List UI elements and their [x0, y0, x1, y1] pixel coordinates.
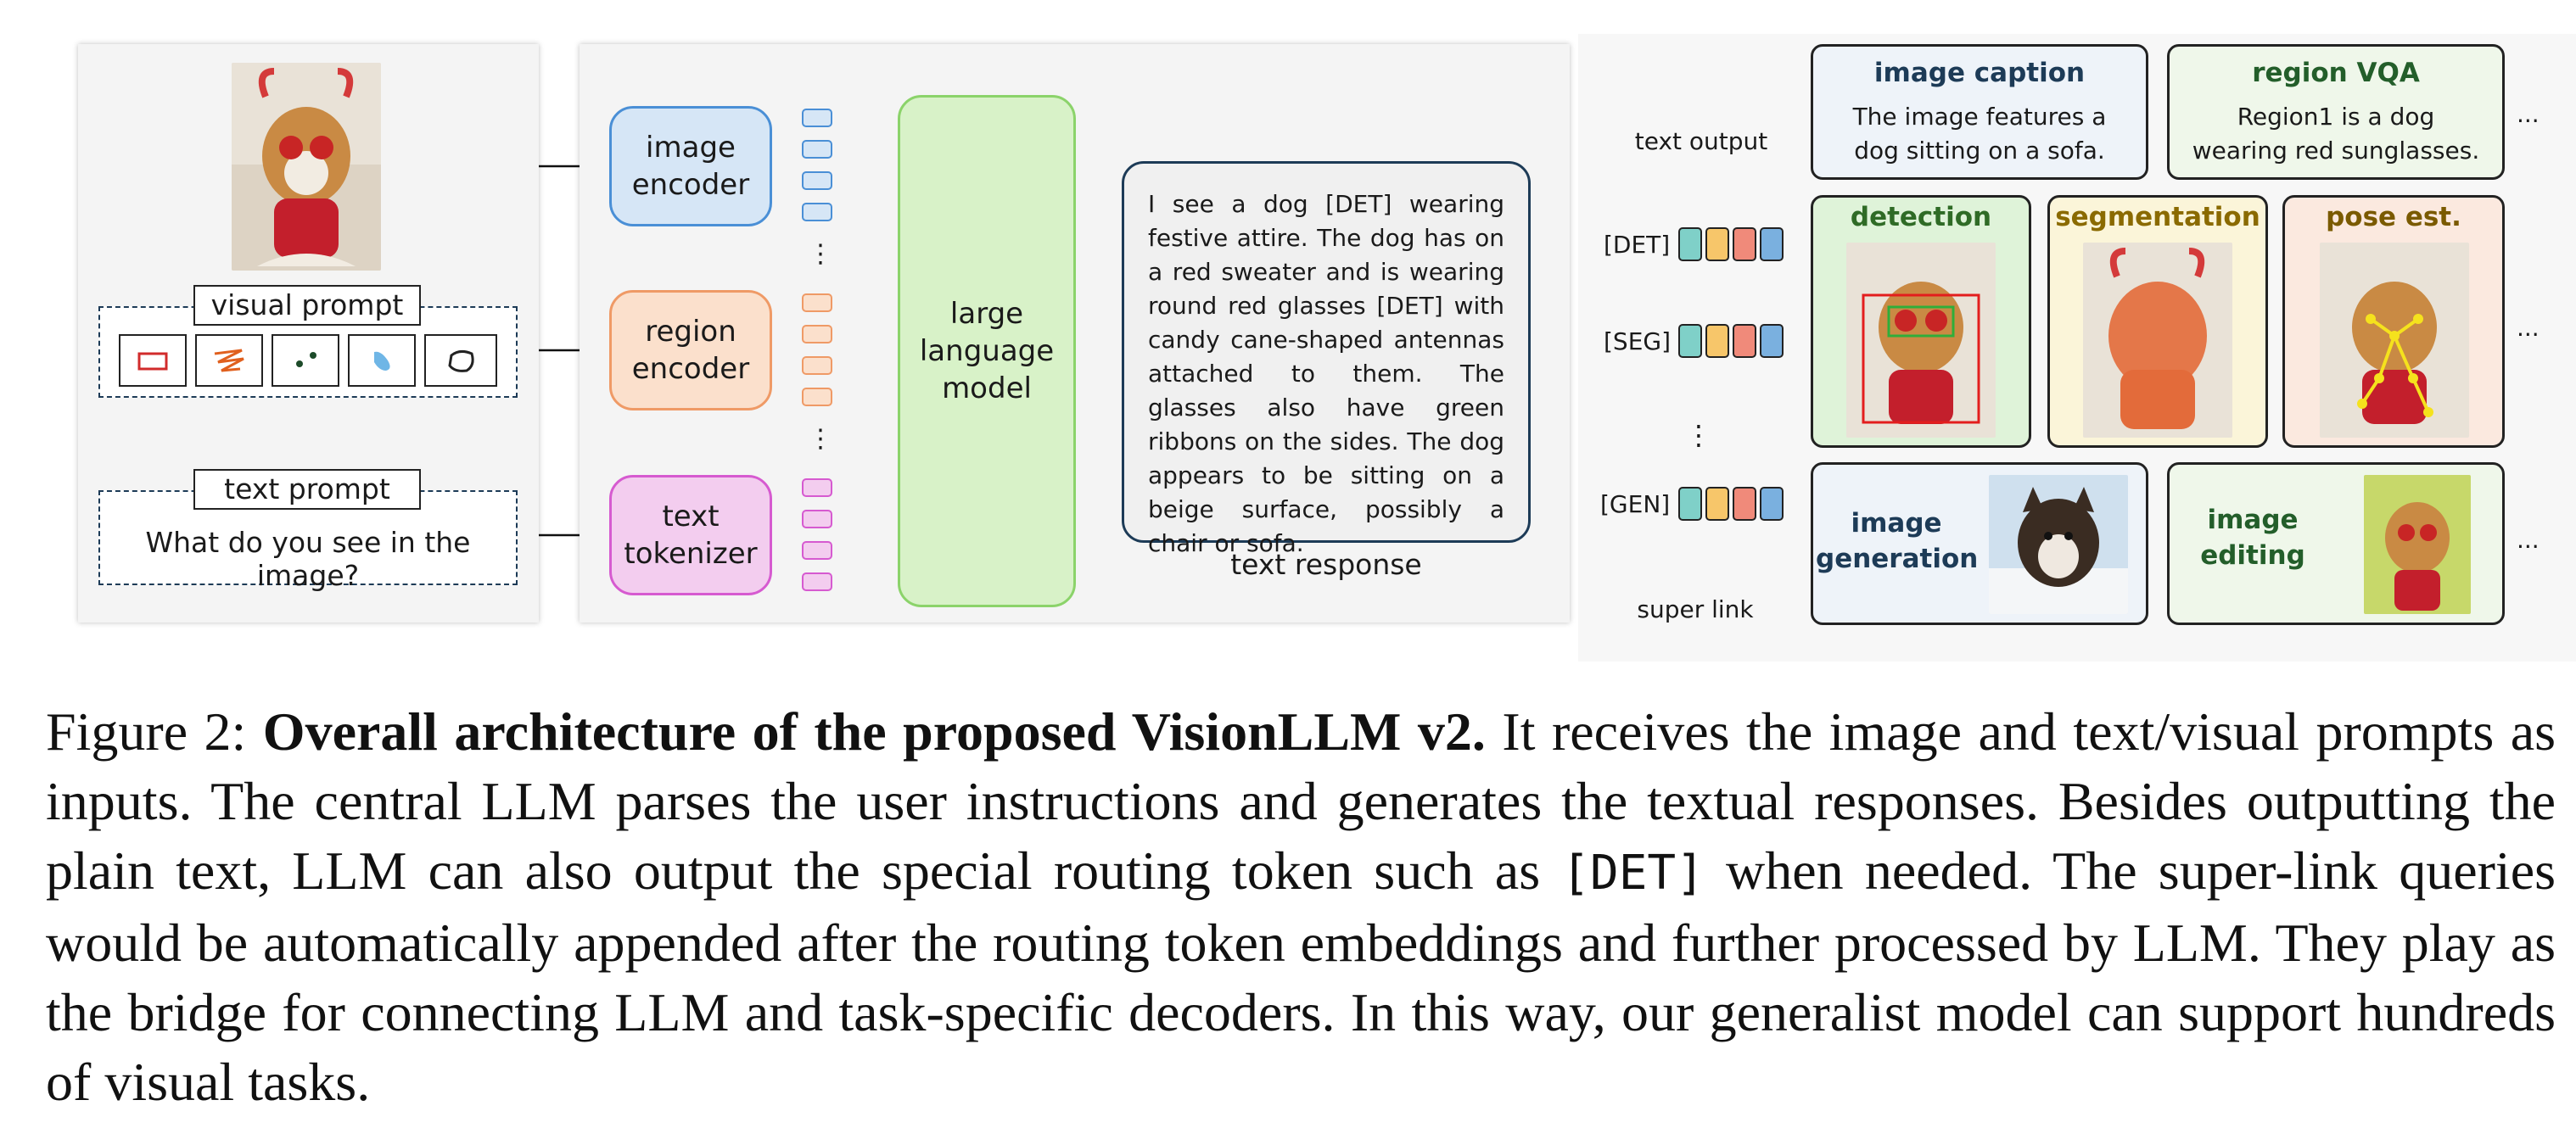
text-response-box: I see a dog [DET] wearing festive attire… [1122, 161, 1531, 557]
row2-ellipsis: ... [2517, 314, 2540, 342]
image-encoder: image encoder [609, 106, 772, 226]
text-prompt-value: What do you see in the image? [145, 526, 471, 592]
caption-prefix: Figure 2: [46, 701, 263, 762]
point-prompt-icon[interactable] [272, 334, 339, 387]
row1-ellipsis: ... [2517, 100, 2540, 128]
figure-caption: Figure 2: Overall architecture of the pr… [46, 697, 2556, 1117]
text-tokenizer: text tokenizer [609, 475, 772, 595]
image-caption-title: image caption [1873, 58, 2086, 88]
super-link-label: super link [1637, 595, 1754, 623]
caption-part1: It receives the image and text/visual pr… [46, 701, 2556, 901]
segmentation-image [2083, 243, 2232, 438]
image-caption-text: The image features a dog sitting on a so… [1852, 103, 2107, 165]
box-prompt-icon[interactable] [119, 334, 187, 387]
text-prompt-label: text prompt [193, 469, 421, 510]
visual-prompt-label: visual prompt [193, 285, 421, 326]
text-tokens [802, 478, 832, 591]
image-generation-title: image generation [1816, 508, 1979, 574]
caption-part2: when needed. The super-link queries woul… [46, 840, 2556, 1112]
text-response-label: text response [1230, 548, 1422, 581]
edited-dog-image [2364, 475, 2471, 614]
generated-dog-image [1989, 475, 2128, 614]
image-editing-title: image editing [2200, 505, 2305, 571]
input-dog-image [232, 63, 381, 271]
region-vqa-title: region VQA [2252, 58, 2420, 88]
pose-title: pose est. [2326, 202, 2461, 232]
routing-vdots: ⋮ [1685, 419, 1712, 451]
seg-token: [SEG] [1604, 327, 1672, 355]
caption-token: [DET] [1561, 846, 1705, 901]
gen-token: [GEN] [1600, 490, 1671, 518]
region-tokens [802, 293, 832, 406]
segmentation-title: segmentation [2055, 202, 2260, 232]
region-vqa-box [2167, 44, 2505, 180]
tokens-vdots-2: ⋮ [808, 424, 833, 454]
region-vqa-text: Region1 is a dog wearing red sunglasses. [2192, 103, 2480, 165]
region-encoder: region encoder [609, 290, 772, 410]
det-super-link-queries [1678, 227, 1784, 261]
text-output-label: text output [1634, 127, 1768, 155]
detection-title: detection [1850, 202, 1992, 232]
detection-image [1846, 243, 1996, 438]
seg-super-link-queries [1678, 324, 1784, 358]
scribble-prompt-icon[interactable] [195, 334, 263, 387]
row3-ellipsis: ... [2517, 526, 2540, 554]
polygon-prompt-icon[interactable] [424, 334, 497, 387]
tokens-vdots-1: ⋮ [808, 239, 833, 269]
caption-bold: Overall architecture of the proposed Vis… [262, 701, 1486, 762]
pose-image [2320, 243, 2469, 438]
image-tokens [802, 109, 832, 221]
det-token: [DET] [1604, 231, 1671, 259]
gen-super-link-queries [1678, 487, 1784, 521]
large-language-model: large language model [898, 95, 1076, 607]
image-caption-box [1811, 44, 2148, 180]
mask-prompt-icon[interactable] [348, 334, 416, 387]
